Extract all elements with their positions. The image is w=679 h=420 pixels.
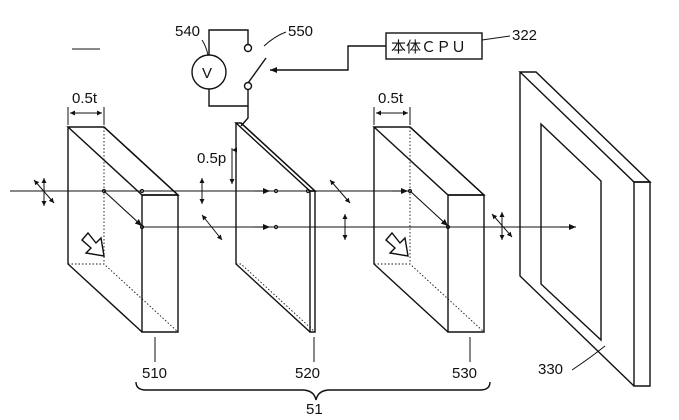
wire-top — [208, 29, 249, 55]
element-530: 0.5t 530 — [372, 90, 486, 382]
voltmeter-540: V 540 — [175, 23, 227, 90]
optic-axis-arrow-510 — [81, 231, 105, 257]
element-520: 0.5p 520 — [197, 122, 320, 382]
group-51-brace: 51 — [135, 381, 491, 418]
cpu-322: 本体ＣＰＵ 322 — [270, 27, 537, 73]
thickness-left-label: 0.5t — [72, 90, 98, 107]
element-530-label: 530 — [452, 365, 477, 382]
element-510: 0.5t 510 — [66, 90, 180, 382]
pitch-label: 0.5p — [197, 150, 226, 167]
thickness-right-label: 0.5t — [378, 90, 404, 107]
light-rays — [10, 188, 576, 230]
voltmeter-v-label: V — [202, 65, 212, 82]
cpu-ref-label: 322 — [512, 27, 537, 44]
element-510-label: 510 — [142, 365, 167, 382]
sensor-330: 330 — [518, 71, 652, 387]
voltmeter-ref-label: 540 — [175, 23, 200, 40]
polarization-markers — [33, 178, 513, 241]
switch-ref-label: 550 — [288, 23, 313, 40]
cpu-label: 本体ＣＰＵ — [391, 39, 466, 56]
group-51-label: 51 — [306, 401, 323, 418]
element-520-label: 520 — [295, 365, 320, 382]
wire-bottom — [208, 89, 249, 107]
switch-contact-top — [243, 43, 253, 53]
sensor-330-label: 330 — [538, 361, 563, 378]
optic-axis-arrow-530 — [385, 231, 409, 257]
switch-550: 550 — [208, 23, 313, 127]
switch-lever — [247, 57, 267, 84]
wire-to-520 — [240, 106, 249, 127]
cpu-control-arrow — [270, 45, 386, 73]
switch-contact-bottom — [243, 81, 253, 91]
